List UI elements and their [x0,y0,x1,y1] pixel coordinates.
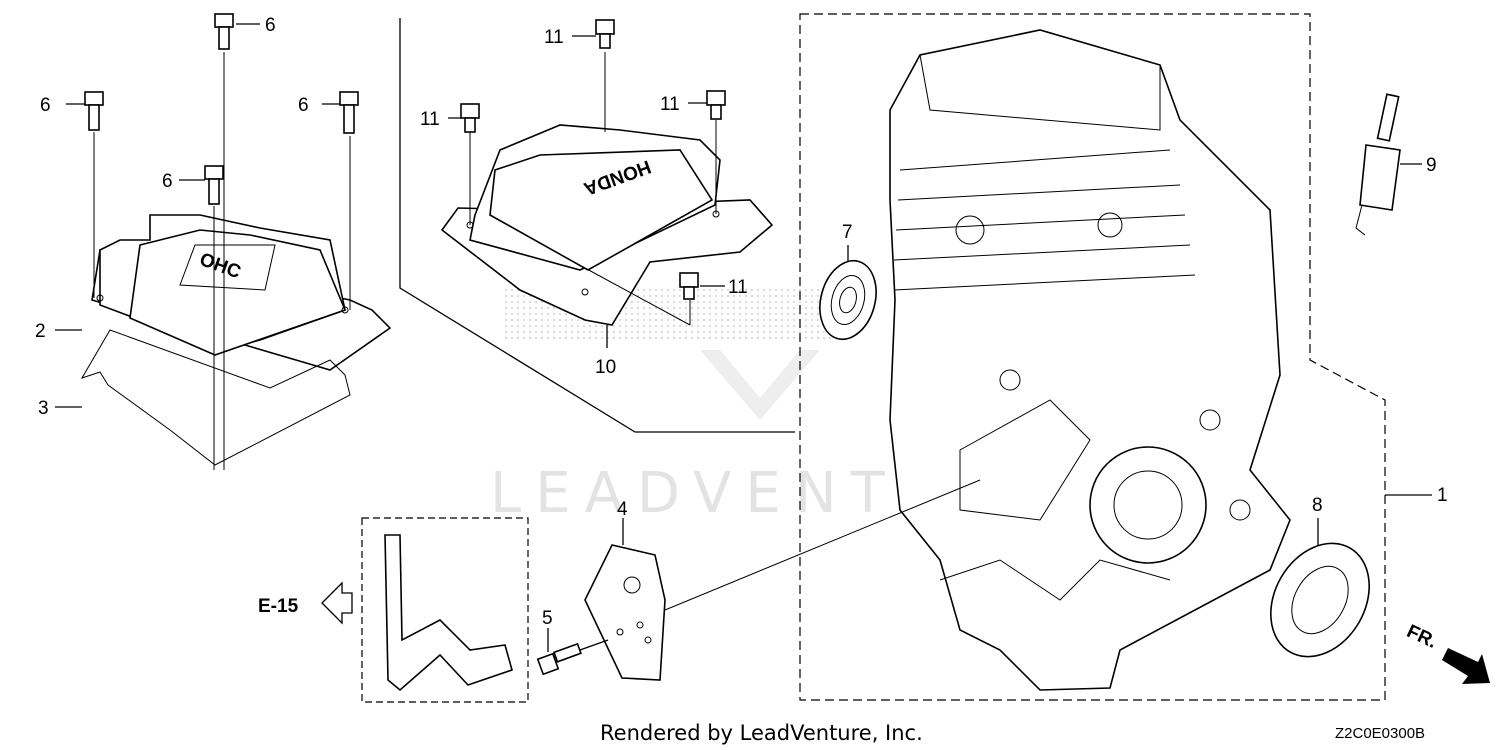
callout-7: 7 [842,222,853,243]
ref-e15[interactable]: E-15 [258,581,353,625]
bearing [819,259,877,341]
diagram-code: Z2C0E0300B [1335,725,1425,742]
oil-seal [1270,542,1370,658]
bolt-11-c [706,90,726,120]
bolt-6-c [204,165,224,205]
bolt-6-d [339,91,359,134]
callout-6-d: 6 [298,95,309,116]
callout-6-a: 6 [265,15,276,36]
callout-9: 9 [1426,155,1437,176]
bolt-11-a [595,19,615,49]
arrow-down-right-icon [1442,648,1490,684]
callout-4: 4 [617,499,628,520]
footer-credit: Rendered by LeadVenture, Inc. [600,721,923,745]
crankcase-assembly [889,29,1291,691]
callout-5: 5 [542,608,553,629]
front-indicator: FR. [1403,621,1490,684]
callout-1: 1 [1437,485,1448,506]
bolt-6-a [214,13,234,50]
spark-plug [1355,93,1401,236]
callout-11-c: 11 [660,94,680,115]
callout-11-b: 11 [420,109,440,130]
bolt-11-b [460,103,480,133]
breather-hose-box [361,517,529,703]
callout-2: 2 [35,321,46,342]
crankcase-group-box [799,13,1386,701]
head-cover-left: OHC [91,214,392,371]
ref-e15-label: E-15 [258,596,299,617]
cover-group-bracket [399,18,795,433]
callout-10: 10 [595,357,616,378]
arrow-left-icon [321,581,353,625]
callout-11-d: 11 [728,277,748,298]
bolt-6-b [84,91,104,131]
cover-gasket [80,329,351,466]
callout-3: 3 [38,398,49,419]
plate-bolt [536,642,582,676]
bolt-11-d [679,272,699,300]
front-label: FR. [1403,621,1440,653]
head-cover-right: HONDA [440,124,774,326]
callout-8: 8 [1312,495,1323,516]
callout-6-c: 6 [162,171,173,192]
callout-6-b: 6 [40,95,51,116]
breather-plate [584,544,666,681]
breather-hose [384,534,513,692]
callout-11-a: 11 [544,27,564,48]
